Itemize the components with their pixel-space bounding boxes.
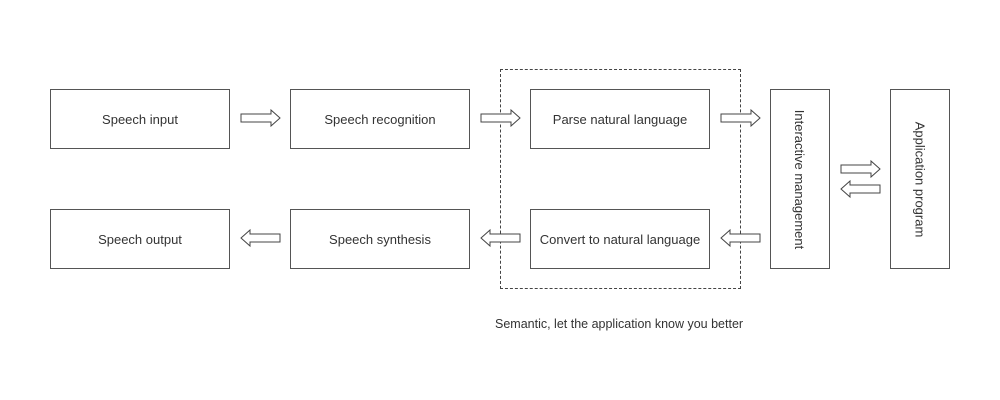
speech-output-label: Speech output [98, 231, 182, 247]
arrow-right-icon [240, 108, 281, 128]
semantic-caption: Semantic, let the application know you b… [495, 317, 744, 331]
arrow-right-icon [720, 108, 761, 128]
arrow-right-icon [840, 159, 881, 179]
speech-synthesis-label: Speech synthesis [329, 231, 431, 247]
speech-input-box: Speech input [50, 89, 230, 149]
application-program-box: Application program [890, 89, 950, 269]
arrow-left-icon [840, 179, 881, 199]
arrow-left-icon [720, 228, 761, 248]
arrow-left-icon [240, 228, 281, 248]
speech-recognition-label: Speech recognition [324, 111, 436, 127]
parse-natural-language-box: Parse natural language [530, 89, 710, 149]
arrow-left-icon [480, 228, 521, 248]
parse-natural-language-label: Parse natural language [552, 111, 688, 127]
interactive-management-box: Interactive management [770, 89, 830, 269]
speech-output-box: Speech output [50, 209, 230, 269]
speech-input-label: Speech input [102, 111, 178, 127]
semantic-group [500, 69, 741, 289]
arrow-right-icon [480, 108, 521, 128]
convert-natural-language-box: Convert to natural language [530, 209, 710, 269]
convert-natural-language-label: Convert to natural language [539, 231, 701, 247]
speech-recognition-box: Speech recognition [290, 89, 470, 149]
speech-synthesis-box: Speech synthesis [290, 209, 470, 269]
